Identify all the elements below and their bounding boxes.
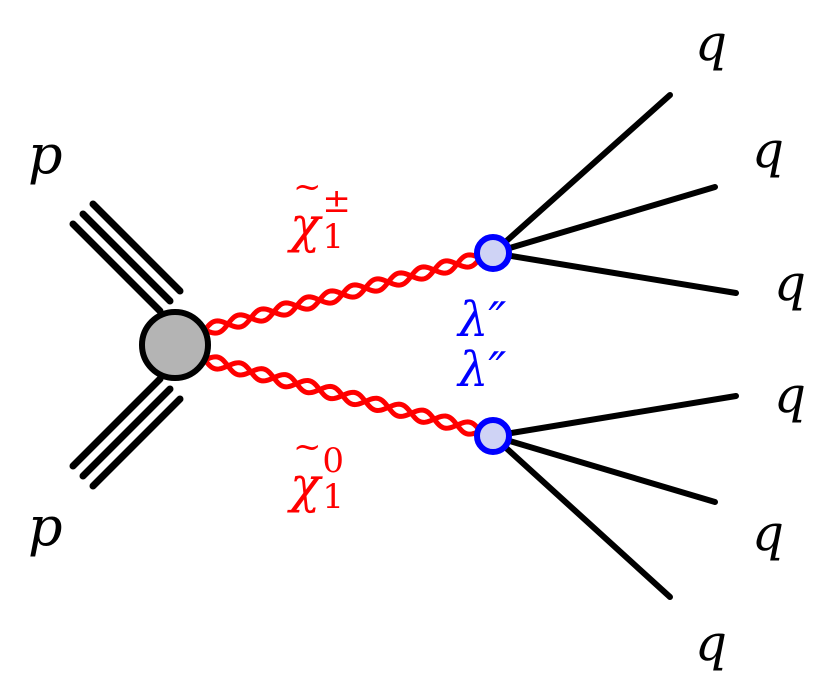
proton-bottom-lines <box>69 375 184 490</box>
neutralino-propagator-strand-2 <box>202 354 483 437</box>
production-blob <box>139 309 211 381</box>
chargino-symbol: χ <box>290 196 321 254</box>
quark-label-4: q <box>774 366 807 424</box>
proton-top-lines <box>69 200 184 315</box>
lower-coupling-label: λ″ <box>458 342 507 398</box>
quark-label-5: q <box>752 504 785 562</box>
neutralino-subscript: 1 <box>322 477 344 517</box>
chargino-superscript: ± <box>322 181 351 221</box>
quark-label-3: q <box>774 254 807 312</box>
quark-label-1: q <box>695 14 728 72</box>
chargino-propagator <box>202 252 483 336</box>
chargino-label: ~χ±1 <box>290 170 351 257</box>
lower-rpv-vertex <box>474 417 512 455</box>
upper-quark-lines <box>490 92 739 296</box>
neutralino-superscript: 0 <box>322 441 344 481</box>
proton-bottom-label: p <box>28 495 63 558</box>
proton-top-label: p <box>28 123 63 186</box>
quark-label-6: q <box>695 614 728 672</box>
neutralino-propagator <box>202 354 483 437</box>
neutralino-symbol: χ <box>290 456 321 514</box>
chargino-tilde: ~ <box>293 167 322 207</box>
chargino-subscript: 1 <box>322 217 344 257</box>
chargino-propagator-strand-2 <box>202 255 483 333</box>
quark-label-2: q <box>752 121 785 179</box>
lower-quark-lines <box>490 393 739 600</box>
upper-rpv-vertex <box>474 234 512 272</box>
neutralino-tilde: ~ <box>293 427 322 467</box>
upper-coupling-label: λ″ <box>458 292 507 348</box>
